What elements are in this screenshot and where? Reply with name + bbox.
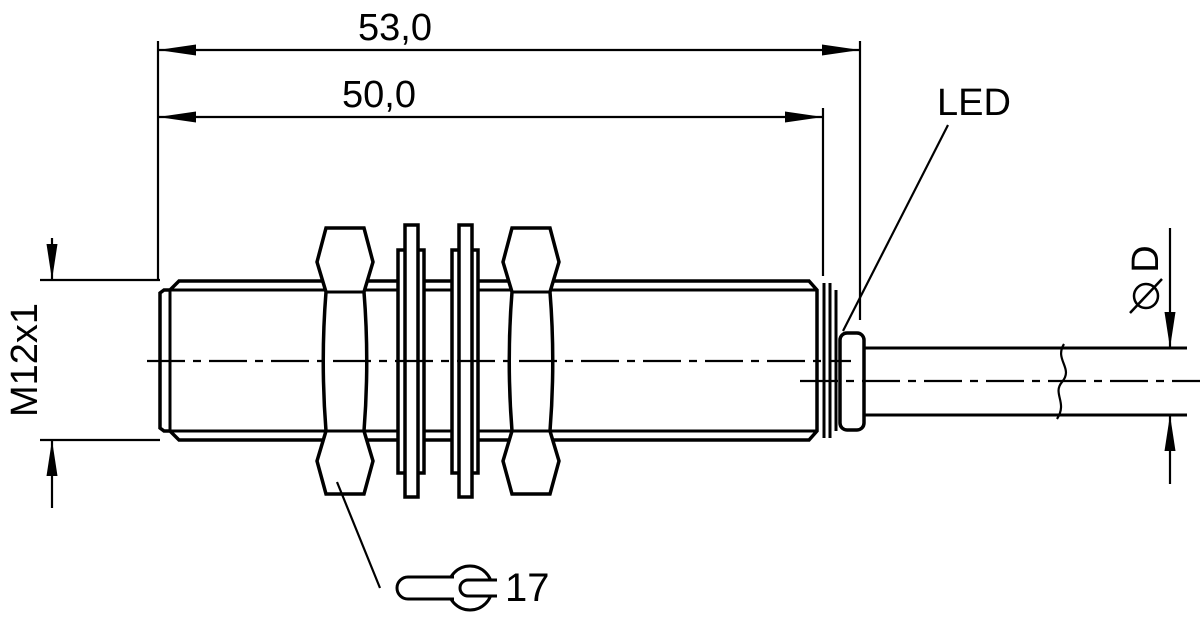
dimension-label-53: 53,0 [358,7,432,49]
cable-diameter-label: D [1125,245,1167,272]
open-end-wrench-icon [395,564,497,612]
dimension-thread-size: M12x1 [4,238,160,508]
diameter-symbol [1129,278,1163,314]
arrowhead-left [158,111,196,123]
arrowhead-right [822,44,860,56]
wrench-leader-line [335,481,382,589]
sensor-body [147,223,1200,499]
dimension-thread-length: 50,0 [158,74,825,276]
led-callout: LED [842,82,1011,332]
arrowhead-down [46,244,58,280]
dimension-overall-length: 53,0 [156,7,862,320]
wrench-callout: 17 [335,481,550,612]
arrowhead-left [158,44,196,56]
thread-size-label: M12x1 [4,303,46,417]
arrowhead-up [1164,415,1176,451]
arrowhead-right [785,111,823,123]
wrench-size-label: 17 [505,566,550,610]
arrowhead-down [1164,312,1176,348]
led-leader-line [842,124,949,332]
led-label: LED [937,82,1011,124]
arrowhead-up [46,440,58,476]
dimension-cable-diameter: D [1125,228,1176,484]
dimension-label-50: 50,0 [342,74,416,116]
